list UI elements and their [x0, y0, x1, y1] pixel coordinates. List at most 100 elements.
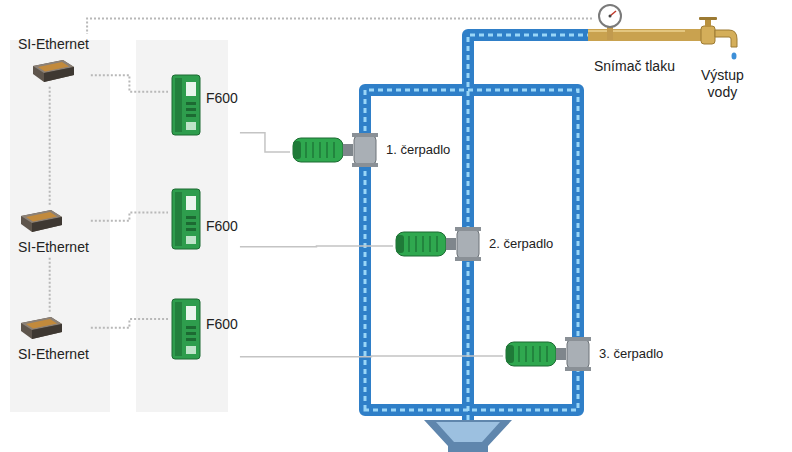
pipe-system	[365, 31, 688, 420]
pump-flange	[455, 227, 481, 231]
f600-node: F600	[168, 296, 240, 362]
gauge-hub	[609, 15, 612, 18]
network-link	[87, 18, 592, 34]
pump-node: 3. čerpadlo	[503, 335, 665, 373]
drive-display	[186, 306, 196, 320]
si-icon	[18, 314, 64, 342]
tap-node: Výstup vody	[683, 15, 746, 103]
tap-spout	[715, 30, 737, 47]
pump-node: 1. čerpadlo	[290, 131, 452, 169]
gauge-icon	[594, 4, 626, 40]
device-body	[33, 60, 74, 82]
drive-heatsink	[175, 192, 182, 246]
motor-body	[396, 232, 446, 256]
motor-fin	[525, 346, 527, 362]
drive-terminal	[186, 122, 196, 130]
motor-fin	[312, 142, 314, 158]
pump-housing	[354, 136, 376, 164]
drive-terminal	[186, 346, 196, 354]
tap-handle	[699, 17, 717, 20]
si-icon	[18, 207, 64, 235]
funnel-highlight	[436, 422, 500, 442]
pump-flange	[565, 367, 591, 371]
drive-housing	[172, 299, 200, 359]
motor-fin	[319, 142, 321, 158]
node-label: F600	[206, 218, 238, 235]
node-label: 3. čerpadlo	[599, 346, 663, 362]
pump-icon	[505, 337, 595, 371]
tap-icon	[685, 17, 741, 63]
f600-node: F600	[168, 72, 240, 138]
drive-terminal	[186, 236, 196, 244]
drive-slot	[186, 114, 196, 117]
drive-slot	[186, 332, 196, 335]
device-body	[21, 317, 62, 339]
power-cable	[240, 355, 503, 357]
pump-flange	[455, 257, 481, 261]
device-side	[32, 217, 62, 232]
si-node: SI-Ethernet	[16, 34, 91, 87]
motor-fin	[546, 346, 548, 362]
gauge-dial	[599, 5, 621, 27]
pump-flange	[565, 337, 591, 341]
motor-cap	[506, 345, 514, 363]
motor-fin	[305, 142, 307, 158]
motor-body	[506, 342, 556, 366]
water-drop	[732, 53, 737, 60]
motor-fin	[415, 236, 417, 252]
motor-cap	[293, 141, 301, 159]
node-label: SI-Ethernet	[18, 36, 89, 53]
pipe-flow	[365, 90, 578, 410]
pump-node: 2. čerpadlo	[393, 225, 555, 263]
device-body	[21, 210, 62, 232]
pump-housing	[457, 230, 479, 258]
pump-housing	[567, 340, 589, 368]
motor-cap	[396, 235, 404, 253]
motor-fin	[333, 142, 335, 158]
drive-slot	[186, 338, 196, 341]
network-link	[91, 75, 168, 92]
tap-stem	[705, 19, 711, 27]
node-label: F600	[206, 90, 238, 107]
network-link	[91, 319, 168, 328]
node-label: SI-Ethernet	[18, 346, 89, 363]
drive-display	[186, 196, 196, 210]
node-label: F600	[206, 316, 238, 333]
motor-body	[293, 138, 343, 162]
motor-fin	[326, 142, 328, 158]
device-side	[32, 324, 62, 339]
pipe-flow	[468, 35, 590, 420]
power-cable	[240, 133, 290, 152]
node-label: 1. čerpadlo	[386, 142, 450, 158]
brass-highlight	[588, 30, 688, 32]
f600-icon	[170, 188, 202, 250]
tap-body	[701, 26, 715, 44]
motor-fin	[436, 236, 438, 252]
motor-fin	[422, 236, 424, 252]
drive-housing	[172, 189, 200, 249]
drive-housing	[172, 75, 200, 135]
node-label: Snímač tlaku	[594, 58, 675, 75]
network-link	[49, 258, 51, 312]
power-cable	[240, 245, 393, 247]
node-label: 2. čerpadlo	[489, 236, 553, 252]
device-side	[44, 67, 74, 82]
drive-heatsink	[175, 302, 182, 356]
funnel	[424, 420, 512, 452]
pump-icon	[395, 227, 485, 261]
motor-fin	[539, 346, 541, 362]
pump-flange	[352, 163, 378, 167]
pump-icon	[292, 133, 382, 167]
pump-coupling	[556, 348, 566, 360]
f600-icon	[170, 74, 202, 136]
drive-slot	[186, 228, 196, 231]
si-node: SI-Ethernet	[16, 312, 91, 365]
drive-display	[186, 82, 196, 96]
motor-fin	[532, 346, 534, 362]
pump-coupling	[446, 238, 456, 250]
pump-flange	[352, 133, 378, 137]
f600-node: F600	[168, 186, 240, 252]
si-icon	[30, 57, 76, 85]
